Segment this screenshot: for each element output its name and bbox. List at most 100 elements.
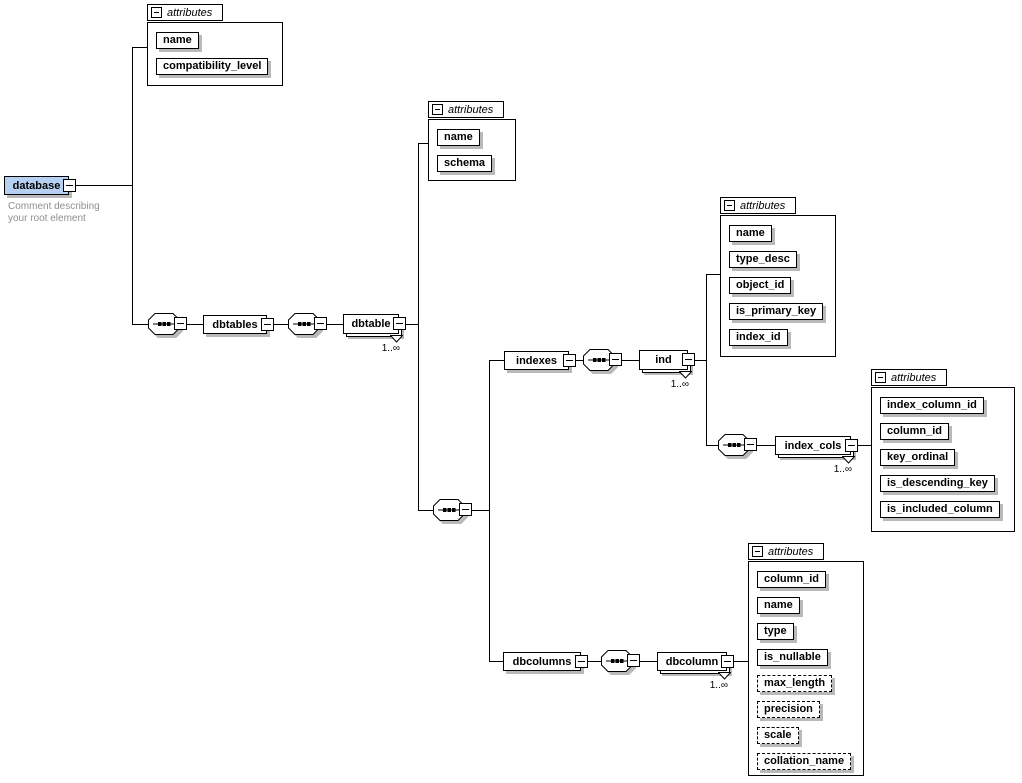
element-label: database [12, 179, 61, 192]
sequence-compositor-dbtable[interactable] [433, 499, 472, 524]
connector-line [489, 661, 503, 662]
connector-line [706, 274, 720, 275]
attribute-scale[interactable]: scale [757, 727, 799, 744]
collapse-icon[interactable] [174, 317, 187, 330]
attributes-group-database: attributes name compatibility_level [147, 4, 283, 86]
attribute-type_desc[interactable]: type_desc [729, 251, 797, 268]
attributes-label: attributes [167, 6, 213, 19]
collapse-icon[interactable] [393, 317, 406, 330]
attributes-group-ind: attributes name type_desc object_id is_p… [720, 197, 836, 357]
attribute-column_id[interactable]: column_id [757, 571, 827, 588]
connector-line [489, 360, 490, 662]
collapse-icon[interactable] [721, 654, 734, 668]
element-dbtables[interactable]: dbtables [203, 315, 274, 334]
element-dbcolumns[interactable]: dbcolumns [503, 652, 588, 671]
sequence-compositor-dbtables[interactable] [288, 313, 327, 338]
attributes-label: attributes [448, 103, 494, 116]
attributes-label: attributes [740, 199, 786, 212]
attribute-type[interactable]: type [757, 623, 794, 640]
collapse-icon[interactable] [459, 503, 472, 516]
attributes-tab[interactable]: attributes [147, 4, 224, 21]
attributes-group-dbtable: attributes name schema [428, 101, 516, 181]
collapse-icon[interactable] [875, 372, 886, 383]
attribute-name[interactable]: name [757, 597, 800, 614]
element-label: indexes [516, 354, 557, 367]
element-dbcolumn[interactable]: dbcolumn 1..∞ [657, 652, 734, 691]
element-label: ind [655, 354, 672, 366]
collapse-icon[interactable] [724, 200, 735, 211]
collapse-icon[interactable] [627, 654, 640, 667]
collapse-icon[interactable] [314, 317, 327, 330]
sequence-compositor-indexes[interactable] [583, 349, 622, 374]
attribute-collation_name[interactable]: collation_name [757, 753, 852, 770]
attribute-schema[interactable]: schema [437, 155, 492, 172]
collapse-icon[interactable] [151, 7, 162, 18]
collapse-icon[interactable] [845, 438, 858, 452]
attribute-is_primary_key[interactable]: is_primary_key [729, 303, 824, 320]
connector-line [132, 47, 133, 325]
attribute-is_descending_key[interactable]: is_descending_key [880, 475, 995, 492]
attribute-precision[interactable]: precision [757, 701, 820, 718]
attributes-tab[interactable]: attributes [720, 197, 797, 214]
attribute-name[interactable]: name [729, 225, 772, 242]
root-comment: Comment describing your root element [8, 201, 100, 224]
collapse-icon[interactable] [432, 104, 443, 115]
connector-line [858, 445, 871, 446]
collapse-icon[interactable] [575, 654, 588, 668]
attribute-is_nullable[interactable]: is_nullable [757, 649, 828, 666]
attribute-name[interactable]: name [437, 129, 480, 146]
collapse-icon[interactable] [682, 353, 695, 366]
repeat-marker-icon [390, 335, 403, 343]
element-dbtable[interactable]: dbtable 1..∞ [343, 314, 406, 354]
attribute-key_ordinal[interactable]: key_ordinal [880, 449, 956, 466]
connector-line [489, 360, 504, 361]
attribute-name[interactable]: name [156, 32, 199, 49]
sequence-compositor-dbcolumns[interactable] [601, 650, 640, 675]
sequence-icon [288, 313, 323, 338]
connector-line [706, 274, 707, 446]
element-indexes[interactable]: indexes [504, 351, 576, 370]
connector-line [640, 661, 657, 662]
collapse-icon[interactable] [609, 353, 622, 366]
attributes-tab[interactable]: attributes [428, 101, 505, 118]
connector-line [588, 661, 601, 662]
attributes-group-index_cols: attributes index_column_id column_id key… [871, 369, 1015, 532]
occurrence-label: 1..∞ [381, 343, 400, 354]
attributes-tab[interactable]: attributes [748, 543, 825, 560]
occurrence-label: 1..∞ [833, 464, 852, 475]
connector-line [695, 360, 706, 361]
connector-line [706, 445, 718, 446]
collapse-icon[interactable] [744, 438, 757, 451]
sequence-compositor-ind[interactable] [718, 434, 757, 459]
collapse-icon[interactable] [63, 178, 76, 192]
connector-line [418, 510, 433, 511]
element-database[interactable]: database [4, 176, 76, 195]
connector-line [132, 47, 147, 48]
collapse-icon[interactable] [563, 353, 576, 367]
connector-line [622, 360, 639, 361]
connector-line [418, 143, 428, 144]
attribute-index_column_id[interactable]: index_column_id [880, 397, 984, 414]
connector-line [418, 143, 419, 511]
connector-line [576, 360, 583, 361]
repeat-marker-icon [718, 672, 731, 680]
sequence-compositor-database[interactable] [148, 313, 187, 338]
attributes-group-dbcolumn: attributes column_id name type is_nullab… [748, 543, 864, 776]
attribute-object_id[interactable]: object_id [729, 277, 792, 294]
connector-line [472, 510, 489, 511]
repeat-marker-icon [842, 456, 855, 464]
connector-line [132, 324, 148, 325]
attributes-tab[interactable]: attributes [871, 369, 948, 386]
attribute-is_included_column[interactable]: is_included_column [880, 501, 1000, 518]
element-ind[interactable]: ind 1..∞ [639, 350, 695, 390]
occurrence-label: 1..∞ [709, 680, 728, 691]
attribute-column_id[interactable]: column_id [880, 423, 950, 440]
occurrence-label: 1..∞ [670, 379, 689, 390]
attribute-max_length[interactable]: max_length [757, 675, 833, 692]
collapse-icon[interactable] [261, 317, 274, 331]
attribute-compatibility_level[interactable]: compatibility_level [156, 58, 269, 75]
element-index_cols[interactable]: index_cols 1..∞ [775, 436, 858, 475]
attribute-index_id[interactable]: index_id [729, 329, 788, 346]
collapse-icon[interactable] [752, 546, 763, 557]
connector-line [406, 324, 418, 325]
